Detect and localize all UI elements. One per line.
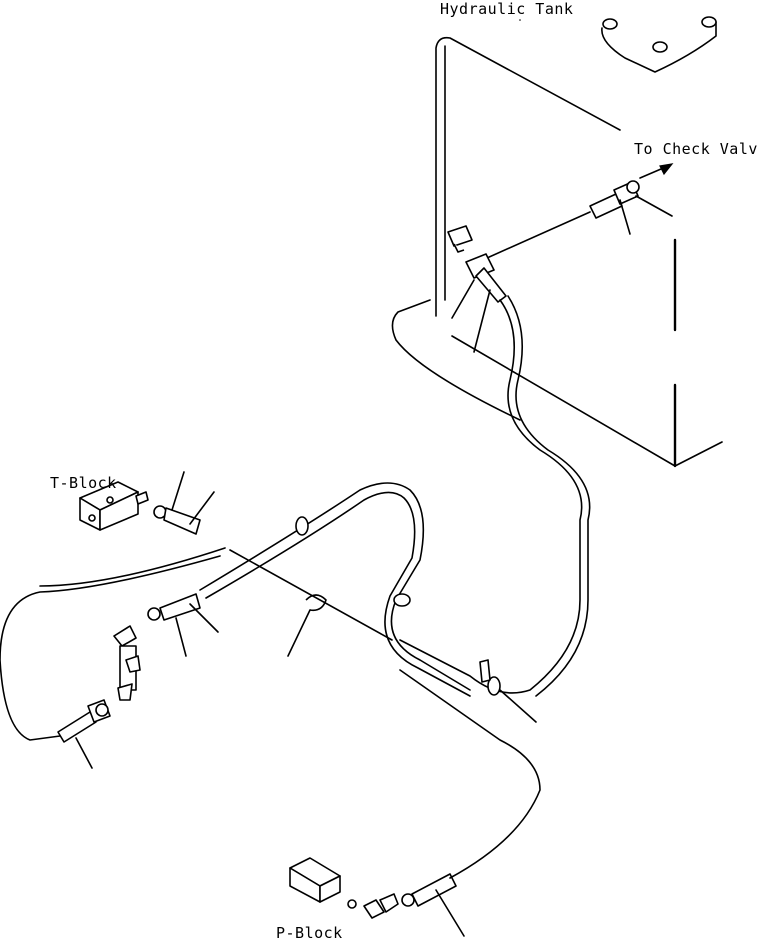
p-block [289, 857, 399, 919]
left-loop-hose [0, 547, 226, 741]
hose-clamps [287, 516, 501, 696]
t-block [79, 481, 149, 531]
center-route-line [229, 549, 393, 641]
tank-port-fitting [447, 225, 507, 353]
elbow-fitting [113, 625, 141, 701]
upper-hose-fitting [589, 180, 673, 235]
lower-left-fitting [57, 699, 111, 769]
p-block-label: P-Block [276, 924, 343, 942]
right-leader-line [499, 689, 537, 723]
hydraulic-tank-label: Hydraulic Tank [440, 0, 574, 18]
t-block-fittings [147, 471, 219, 657]
hydraulic-tank [391, 16, 723, 468]
p-block-hose-fitting [399, 669, 541, 937]
check-valve-line [477, 163, 674, 263]
return-hose [399, 295, 591, 697]
to-check-valve-label: To Check Valve [634, 140, 757, 158]
pressure-hose-loop [199, 482, 471, 697]
t-block-label: T-Block [50, 474, 117, 492]
